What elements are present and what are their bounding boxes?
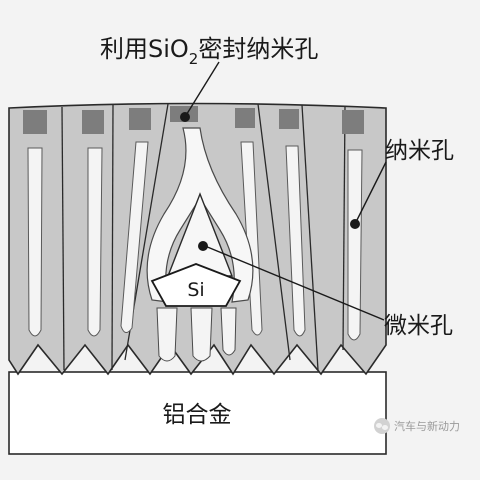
nanopore-channel [240,141,263,336]
micropore-marker [198,241,208,251]
column-wall [111,104,114,371]
bottom-pillar [156,307,178,362]
watermark: 汽车与新动力 [374,418,460,434]
column-wall [61,106,65,371]
sio2-seal [23,110,47,134]
sio2-seal [82,110,104,134]
leader-line-micropore [204,245,385,321]
column-wall [342,105,346,351]
nanopore-channel [120,141,149,333]
seal-title-suffix: 密封纳米孔 [198,35,318,63]
seal-title-label: 利用SiO2密封纳米孔 [100,35,318,68]
sio2-seals [23,106,364,134]
nanopore-channel [87,147,103,337]
bottom-pillar [190,307,213,362]
nanopore-channel [27,147,43,337]
sio2-seal [279,109,299,129]
sio2-seal [129,108,151,130]
aluminum-alloy-label: 铝合金 [163,402,232,428]
aluminum-alloy-substrate [8,371,387,455]
sio2-seal [342,110,364,134]
bottom-pillar [220,307,237,356]
sio2-seal [235,108,255,128]
wechat-icon [374,418,390,434]
leader-line-nanopore [354,161,387,225]
column-wall [257,103,291,361]
leader-line-seal [184,61,220,118]
micropore-label: 微米孔 [384,313,453,339]
nanopore-channel [347,149,363,341]
bottom-pillars [156,307,237,362]
leader-lines [184,61,387,321]
watermark-text: 汽车与新动力 [394,420,460,433]
column-wall [301,104,319,371]
nanopore-marker [350,219,360,229]
nanopore-channels [27,141,363,341]
nanopore-label: 纳米孔 [385,138,454,164]
silicon-label: Si [187,279,204,301]
silicon-particle [150,263,242,307]
nanopore-channel [285,145,306,337]
seal-marker [180,112,190,122]
seal-title-subscript: 2 [189,50,199,68]
seal-title-prefix: 利用SiO [100,35,189,63]
